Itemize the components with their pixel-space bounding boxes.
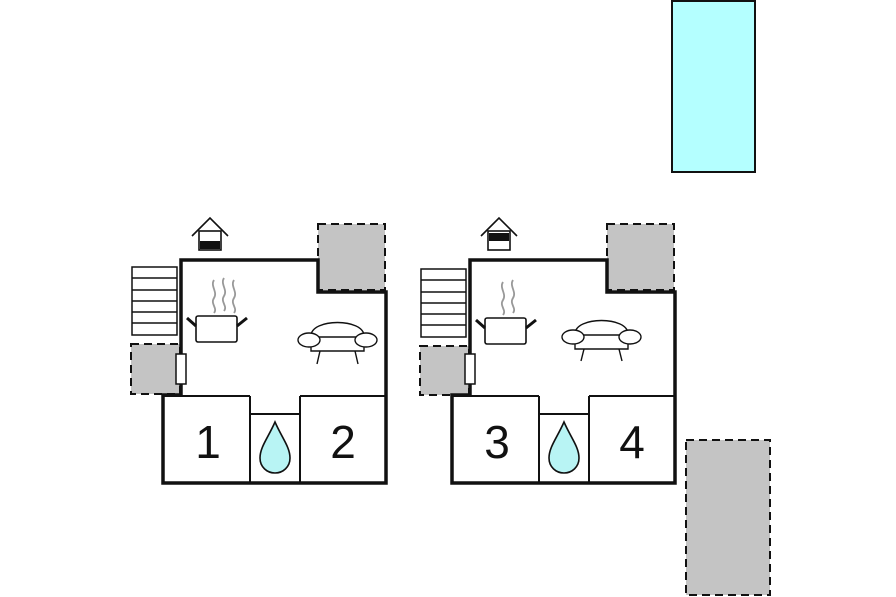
room-number: 4 [619,416,645,468]
unit-a: 1 2 [130,216,388,485]
terrace-top-right [317,223,386,291]
stairs-icon [420,268,467,338]
sofa-icon [297,321,378,365]
room-number: 3 [484,416,510,468]
interior-walls [163,395,386,483]
room-number: 2 [330,416,356,468]
terrace-left [130,343,181,395]
cooking-pot-icon [475,279,537,345]
water-drop-icon [259,420,291,474]
pool [671,0,756,173]
water-drop-icon [548,420,580,474]
terrace-top-right [606,223,675,291]
interior-walls [452,395,675,483]
house-icon [480,216,518,251]
sofa-icon [561,319,642,362]
house-icon [191,216,229,251]
stairs-icon [131,266,178,336]
door-icon [464,353,476,385]
door-icon [175,353,187,385]
cooking-pot-icon [186,277,248,343]
terrace-left [419,345,470,396]
unit-b: 3 4 [419,216,677,485]
terrace-large [685,439,771,596]
room-number: 1 [195,416,221,468]
